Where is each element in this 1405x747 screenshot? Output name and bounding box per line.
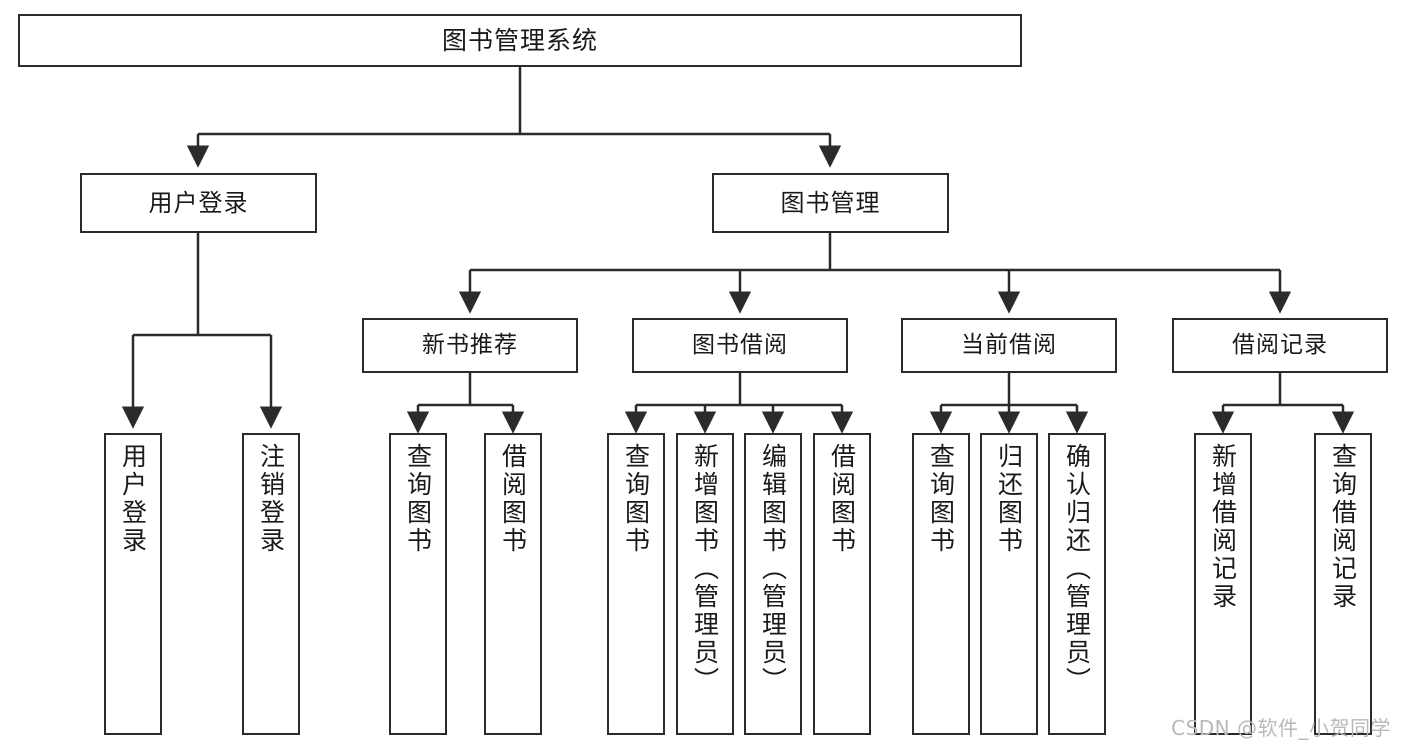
leaf-borrow-query-book[interactable]: 查询图书	[607, 433, 665, 735]
node-current-borrow[interactable]: 当前借阅	[901, 318, 1117, 373]
leaf-record-add-borrow-record[interactable]: 新增借阅记录	[1194, 433, 1252, 735]
leaf-record-query-borrow-record[interactable]: 查询借阅记录	[1314, 433, 1372, 735]
node-label: 注销登录	[256, 443, 286, 555]
leaf-borrow-borrow-book[interactable]: 借阅图书	[813, 433, 871, 735]
node-label: 查询借阅记录	[1328, 443, 1358, 611]
node-label: 查询图书	[926, 443, 956, 555]
node-label: 图书管理	[780, 188, 881, 217]
leaf-borrow-add-book-admin[interactable]: 新增图书（管理员）	[676, 433, 734, 735]
node-label: 当前借阅	[961, 331, 1057, 358]
node-label: 用户登录	[118, 443, 148, 555]
node-label: 新增图书（管理员）	[690, 443, 720, 695]
node-new-book-recommend[interactable]: 新书推荐	[362, 318, 578, 373]
node-book-borrow[interactable]: 图书借阅	[632, 318, 848, 373]
node-label: 借阅图书	[827, 443, 857, 555]
leaf-new-book-query[interactable]: 查询图书	[389, 433, 447, 735]
node-label: 用户登录	[148, 188, 249, 217]
node-label: 借阅图书	[498, 443, 528, 555]
leaf-borrow-edit-book-admin[interactable]: 编辑图书（管理员）	[744, 433, 802, 735]
node-label: 新增借阅记录	[1208, 443, 1238, 611]
node-book-management[interactable]: 图书管理	[712, 173, 949, 233]
node-label: 查询图书	[621, 443, 651, 555]
node-label: 确认归还（管理员）	[1062, 443, 1092, 695]
leaf-user-login-signout[interactable]: 注销登录	[242, 433, 300, 735]
node-root-system[interactable]: 图书管理系统	[18, 14, 1022, 67]
leaf-new-book-borrow[interactable]: 借阅图书	[484, 433, 542, 735]
leaf-current-return-book[interactable]: 归还图书	[980, 433, 1038, 735]
node-label: 图书借阅	[692, 331, 788, 358]
node-label: 借阅记录	[1232, 331, 1328, 358]
node-label: 查询图书	[403, 443, 433, 555]
node-borrow-record[interactable]: 借阅记录	[1172, 318, 1388, 373]
watermark: CSDN @软件_小贺同学	[1171, 716, 1391, 740]
node-user-login[interactable]: 用户登录	[80, 173, 317, 233]
node-label: 归还图书	[994, 443, 1024, 555]
leaf-current-query-book[interactable]: 查询图书	[912, 433, 970, 735]
leaf-current-confirm-return-admin[interactable]: 确认归还（管理员）	[1048, 433, 1106, 735]
node-label: 图书管理系统	[441, 25, 598, 55]
node-label: 编辑图书（管理员）	[758, 443, 788, 695]
leaf-user-login-signin[interactable]: 用户登录	[104, 433, 162, 735]
node-label: 新书推荐	[422, 331, 518, 358]
